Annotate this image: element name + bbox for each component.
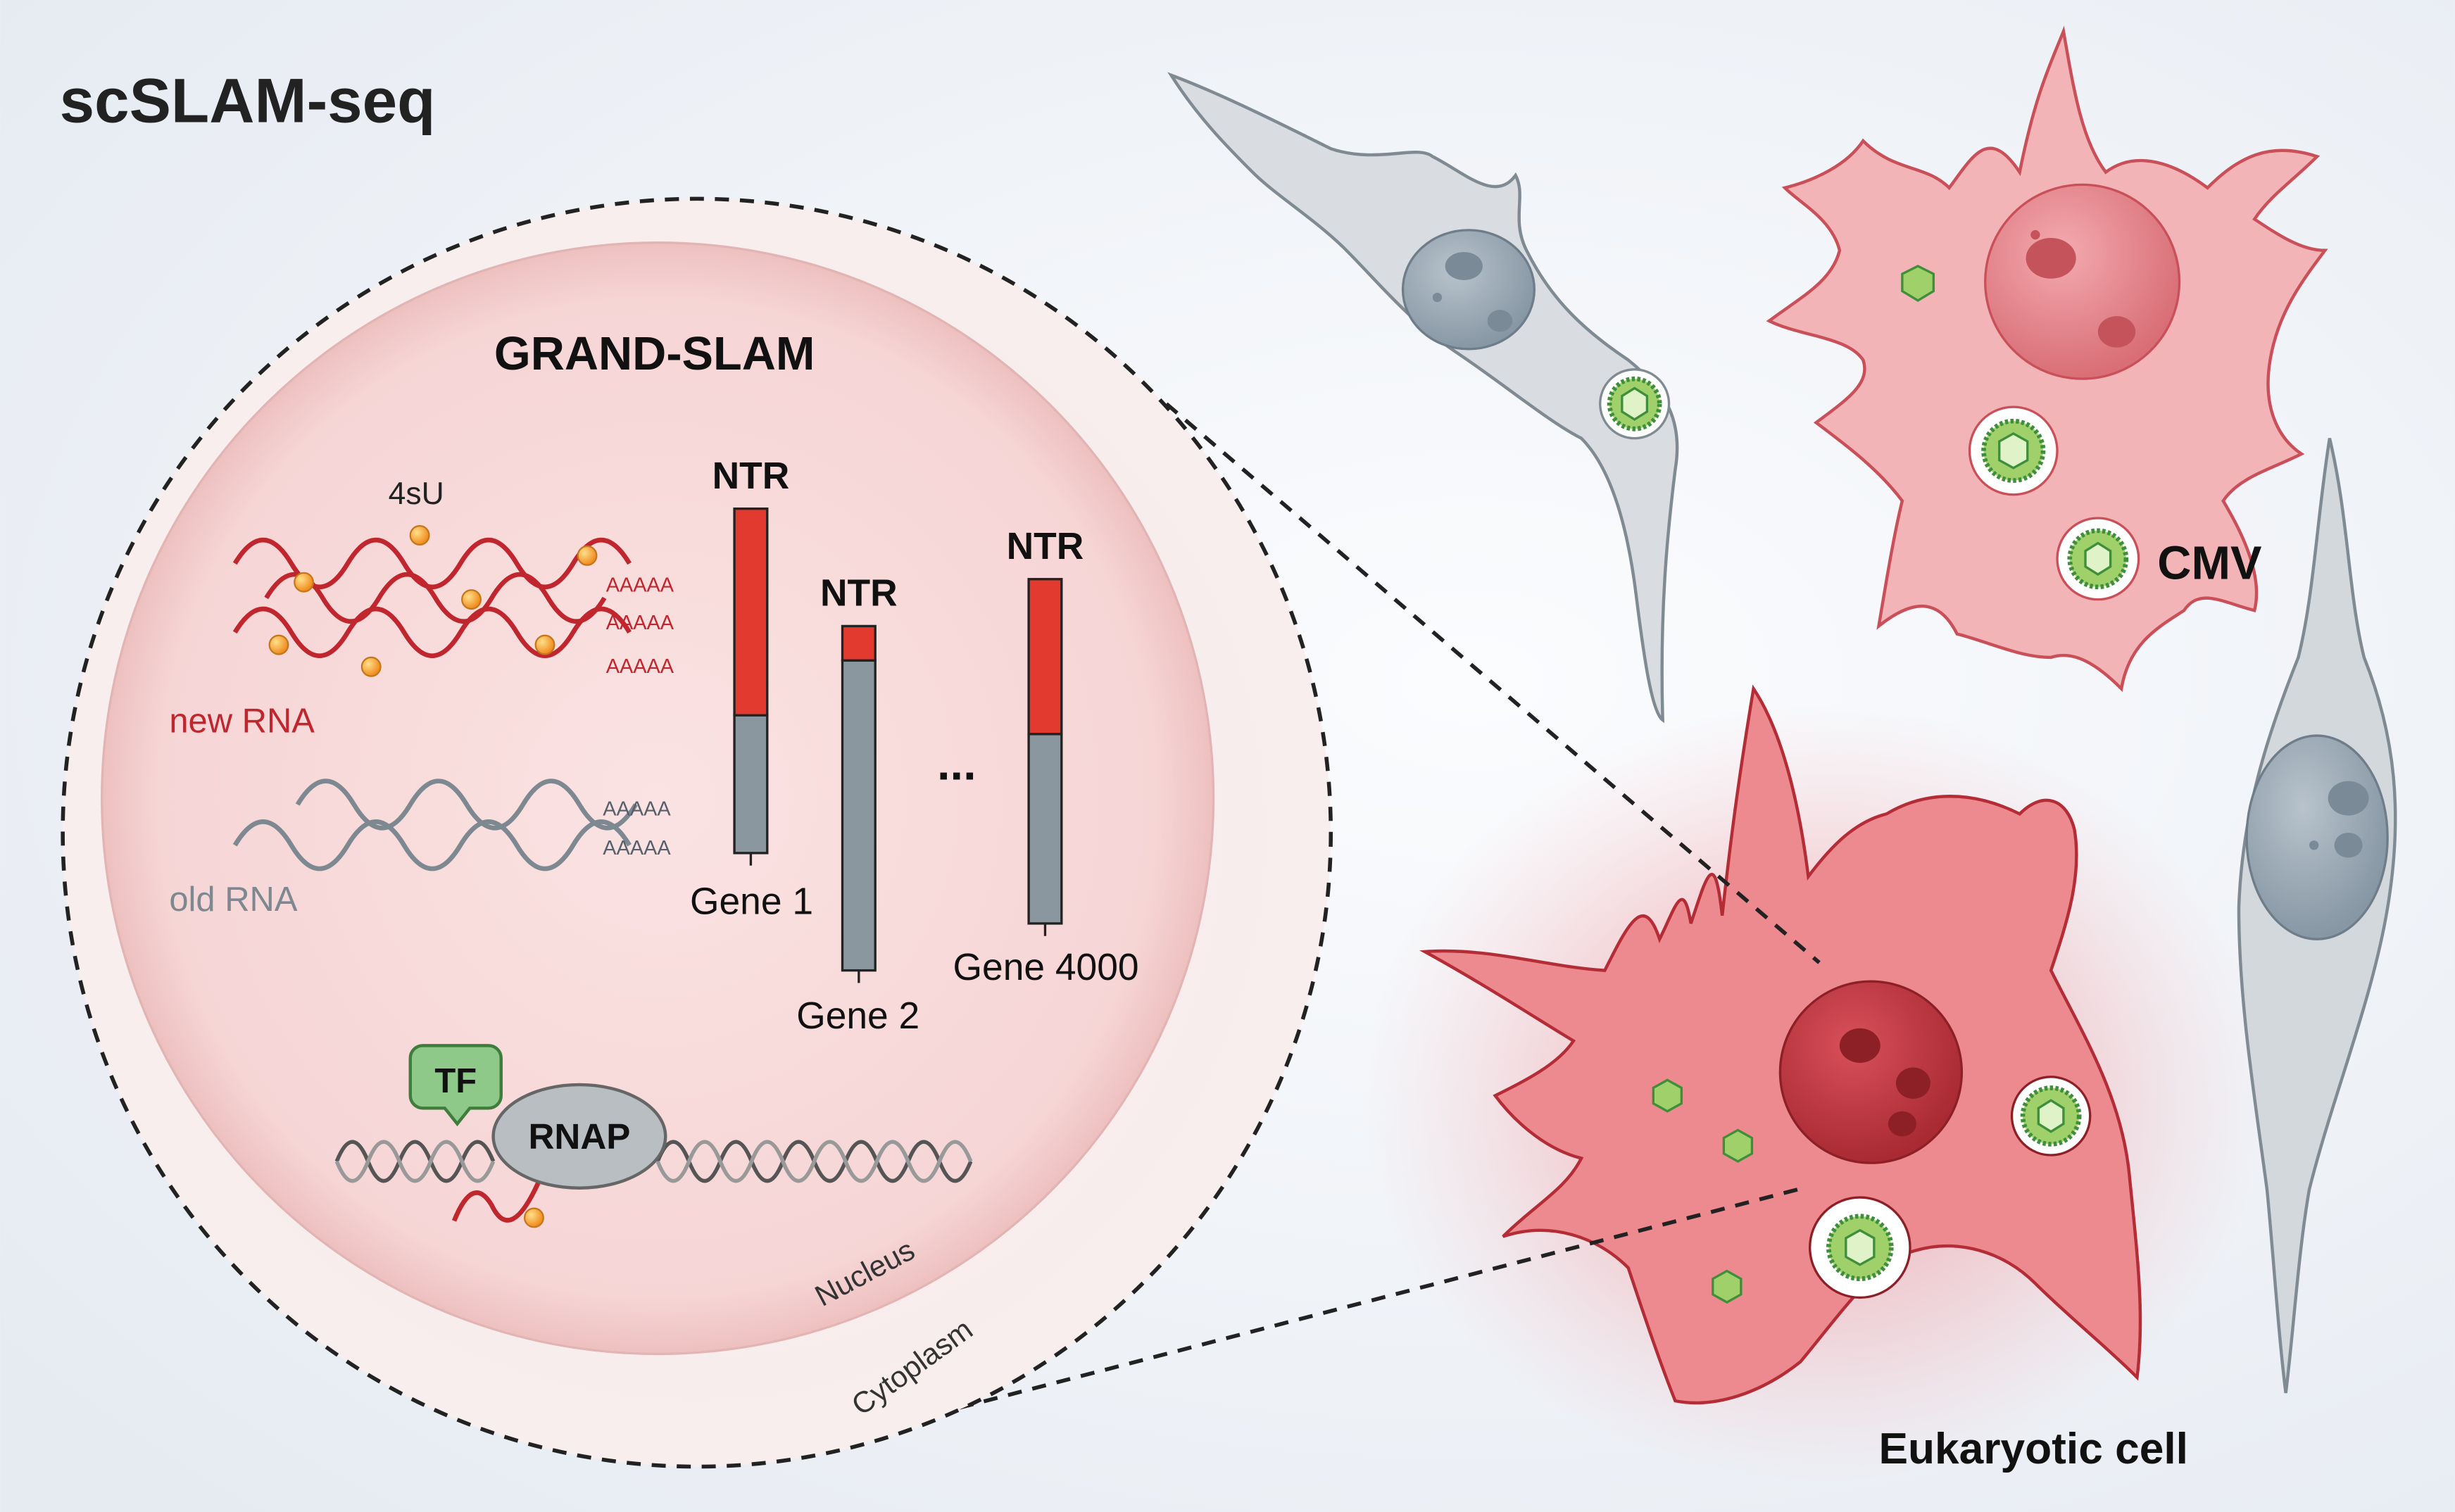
poly-a-old-1: AAAAA xyxy=(603,798,671,820)
ntr-bar-chart: NTR Gene 1 NTR Gene 2 NTR Gene 4000 xyxy=(690,455,1139,1037)
ntr-label-2: NTR xyxy=(820,573,898,615)
label-4su: 4sU xyxy=(389,477,444,511)
ntr-bar-old-1 xyxy=(733,714,769,855)
uninfected-cell-right xyxy=(2237,438,2397,1394)
dna-helix xyxy=(334,1140,973,1183)
poly-a-new-2: AAAAA xyxy=(606,612,674,634)
infected-cell-eukaryotic xyxy=(1419,684,2142,1405)
new-rna-strands xyxy=(232,525,632,677)
tf-protein xyxy=(408,1044,503,1127)
rnap-enzyme xyxy=(491,1083,667,1190)
poly-a-old-2: AAAAA xyxy=(603,837,671,859)
panel-title: GRAND-SLAM xyxy=(494,328,815,380)
eukaryotic-cell-label: Eukaryotic cell xyxy=(1879,1425,2188,1473)
cmv-label: CMV xyxy=(2157,538,2262,590)
old-rna-strands xyxy=(232,779,638,871)
poly-a-new-1: AAAAA xyxy=(606,574,674,597)
gene-label-2: Gene 2 xyxy=(796,995,919,1037)
ntr-label-1: NTR xyxy=(712,455,790,497)
ntr-bar-new-2 xyxy=(841,624,877,662)
tf-label: TF xyxy=(434,1062,477,1100)
nascent-4su-dot xyxy=(523,1207,544,1228)
nucleus-circle xyxy=(101,241,1215,1356)
gene-label-3: Gene 4000 xyxy=(953,947,1139,988)
nascent-rna xyxy=(451,1180,541,1223)
ellipsis: ... xyxy=(937,738,977,790)
ntr-label-3: NTR xyxy=(1007,526,1084,567)
ntr-bar-new-3 xyxy=(1027,578,1063,736)
gene-label-1: Gene 1 xyxy=(690,881,813,923)
rnap-label: RNAP xyxy=(528,1116,630,1157)
infected-cell-top xyxy=(1766,25,2328,693)
zoom-line-top xyxy=(1164,402,1821,964)
old-rna-label: old RNA xyxy=(169,881,297,919)
ntr-bar-old-3 xyxy=(1027,733,1063,925)
ntr-bar-old-2 xyxy=(841,659,877,972)
page-title: scSLAM-seq xyxy=(60,65,436,135)
zoom-line-bottom xyxy=(895,1187,1798,1427)
uninfected-cell-top xyxy=(1167,72,1679,724)
new-rna-label: new RNA xyxy=(169,703,315,741)
poly-a-new-3: AAAAA xyxy=(606,655,674,678)
ntr-bar-new-1 xyxy=(733,508,769,717)
